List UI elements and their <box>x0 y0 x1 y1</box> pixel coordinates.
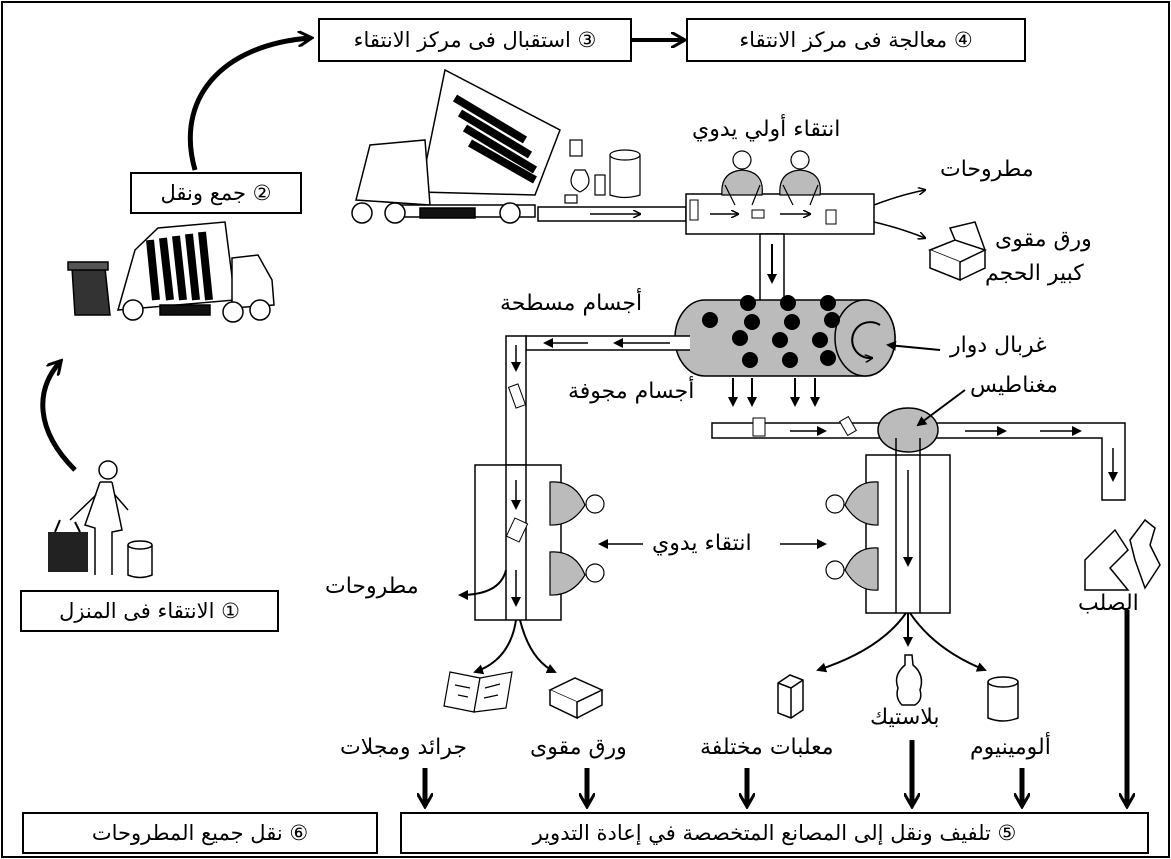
label-manual-presort: انتقاء أولي يدوي <box>692 118 840 142</box>
curved-arrow-collect-to-reception <box>190 38 310 170</box>
newspaper-icon <box>444 672 512 712</box>
label-large-cardboard-line1: ورق مقوى <box>995 228 1092 252</box>
label-rejects-top: مطروحات <box>940 158 1034 182</box>
label-steel: الصلب <box>1078 592 1139 616</box>
worker-icon <box>826 548 878 590</box>
arrow-to-large-cardboard <box>874 222 925 238</box>
garbage-truck-icon <box>68 222 274 322</box>
step-4-processing: ④ معالجة فى مركز الانتقاء <box>686 18 1026 62</box>
step-5-baling-transport: ⑤ تلفيف ونقل إلى المصانع المتخصصة في إعا… <box>400 812 1149 854</box>
cardboard-box-icon <box>550 678 602 718</box>
label-magnets: مغناطيس <box>970 374 1058 398</box>
bag-icon <box>48 520 88 572</box>
label-plastic: بلاستيك <box>870 706 940 730</box>
label-large-cardboard-line2: كبير الحجم <box>985 262 1084 286</box>
label-newspapers: جرائد ومجلات <box>340 736 467 760</box>
dump-truck-icon <box>352 70 560 223</box>
left-sorting-station <box>475 465 561 620</box>
aluminium-can-icon <box>988 677 1018 721</box>
label-cans: معلبات مختلفة <box>700 736 834 760</box>
step-3-reception: ③ استقبال فى مركز الانتقاء <box>318 18 632 62</box>
magnet-label-pointer <box>918 390 965 425</box>
label-manual-sort: انتقاء يدوي <box>652 532 752 556</box>
label-cardboard: ورق مقوى <box>530 736 627 760</box>
label-rotary-screen: غربال دوار <box>950 334 1047 358</box>
can-icon <box>778 675 803 718</box>
falling-items-icon <box>565 140 640 203</box>
label-flat-objects: أجسام مسطحة <box>500 292 642 316</box>
can-item-icon <box>753 418 765 436</box>
magnet-drum <box>878 408 938 452</box>
arrow-to-rejects <box>874 190 925 205</box>
bin-icon <box>128 541 152 578</box>
plastic-bottle-icon <box>897 655 922 705</box>
worker-icon <box>550 552 604 595</box>
arrow-to-cans <box>818 613 906 670</box>
label-rejects-left: مطروحات <box>325 575 419 599</box>
steel-scrap-icon <box>1085 520 1160 590</box>
step-1-home-sorting: ① الانتقاء فى المنزل <box>20 590 279 632</box>
step-6-rejects-transport: ⑥ نقل جميع المطروحات <box>22 812 378 854</box>
label-aluminium: ألومينيوم <box>970 736 1051 760</box>
step-2-collection: ② جمع ونقل <box>130 172 302 214</box>
label-hollow-objects: أجسام مجوفة <box>568 380 694 404</box>
arrow-to-cardboard <box>520 620 555 672</box>
cardboard-box-icon <box>930 222 985 280</box>
screen-label-pointer <box>888 345 940 350</box>
worker-icon <box>550 482 604 525</box>
arrow-to-aluminium <box>910 613 985 670</box>
rotary-screen-drum <box>675 295 895 376</box>
worker-icon <box>826 482 878 525</box>
curved-arrow-home-to-collect <box>43 362 75 470</box>
arrow-to-newspapers <box>475 620 516 672</box>
